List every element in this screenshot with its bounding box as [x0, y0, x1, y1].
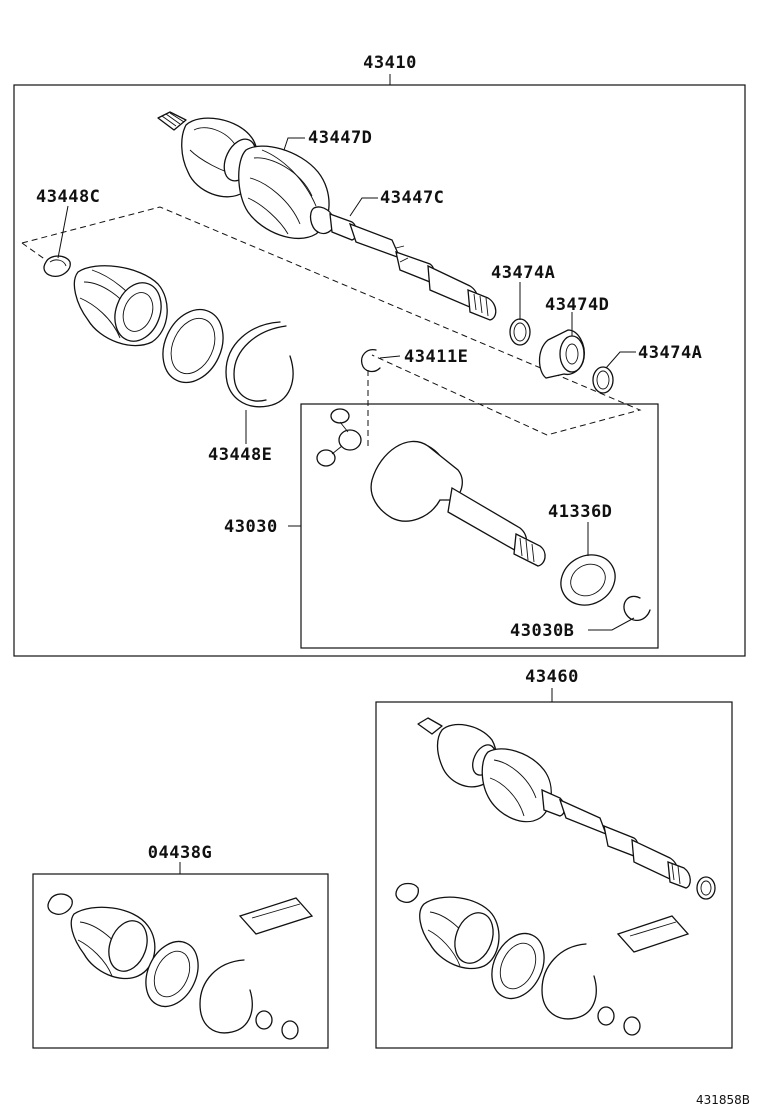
- tripod-joint: [316, 408, 362, 467]
- leader-43447D: [283, 137, 305, 151]
- ring-43474A-left: [509, 318, 531, 346]
- label-43448C: 43448C: [36, 187, 100, 207]
- kit-04438G-band-ring: [145, 940, 199, 1008]
- label-43411E: 43411E: [404, 347, 468, 367]
- leader-43411E: [379, 355, 401, 359]
- label-43448E: 43448E: [208, 445, 272, 465]
- label-43474A-right: 43474A: [638, 343, 702, 363]
- assembly-43460-band: [541, 943, 597, 1020]
- label-43447C: 43447C: [380, 188, 444, 208]
- frame-43460: [375, 701, 733, 1049]
- kit-04438G-clamp: [47, 893, 73, 915]
- leader-43474A-right: [605, 351, 636, 369]
- damper-43474D: [538, 329, 585, 379]
- kit-04438G-boot: [70, 906, 156, 980]
- snap-ring-43030B: [623, 595, 651, 621]
- label-43474A-left: 43474A: [491, 263, 555, 283]
- assembly-43460-small-rings: [597, 1006, 641, 1036]
- leader-43447C: [349, 197, 378, 217]
- label-43474D: 43474D: [545, 295, 609, 315]
- kit-04438G-small-rings: [255, 1010, 299, 1040]
- inner-boot: [73, 265, 168, 347]
- kit-dashed-outline: [21, 206, 642, 436]
- assembly-43460-grease-pack: [616, 915, 690, 953]
- boot-band-ring: [162, 308, 224, 384]
- frame-43410: [13, 84, 746, 657]
- snap-ring-43411E: [360, 349, 381, 373]
- label-43030B: 43030B: [510, 621, 574, 641]
- leader-43030B: [588, 617, 635, 631]
- oil-seal-41336D: [560, 554, 616, 606]
- kit-dashed-outline-side: [21, 242, 61, 271]
- ring-43474A-right: [592, 366, 614, 394]
- drive-shaft-body: [348, 222, 497, 321]
- assembly-43460-boot: [419, 896, 500, 970]
- diagram-code: 431858B: [696, 1093, 750, 1107]
- outer-boot-43447D: [238, 145, 330, 239]
- label-41336D: 41336D: [548, 502, 612, 522]
- kit-04438G-band: [199, 959, 253, 1034]
- leader-43448C: [57, 205, 69, 259]
- label-43460: 43460: [525, 667, 579, 687]
- label-43030: 43030: [224, 517, 278, 537]
- clamp-43448C: [43, 255, 71, 277]
- kit-04438G-grease-pack: [238, 897, 314, 935]
- label-43447D: 43447D: [308, 128, 372, 148]
- band-43448E: [225, 321, 294, 408]
- assembly-43460-clamp: [395, 882, 419, 903]
- assembly-43460-ring: [696, 876, 716, 900]
- label-04438G: 04438G: [148, 843, 212, 863]
- label-43410: 43410: [363, 53, 417, 73]
- inner-joint-housing-43030: [370, 440, 546, 567]
- assembly-43460-shaft: [417, 717, 691, 889]
- assembly-43460-band-ring: [491, 932, 545, 1000]
